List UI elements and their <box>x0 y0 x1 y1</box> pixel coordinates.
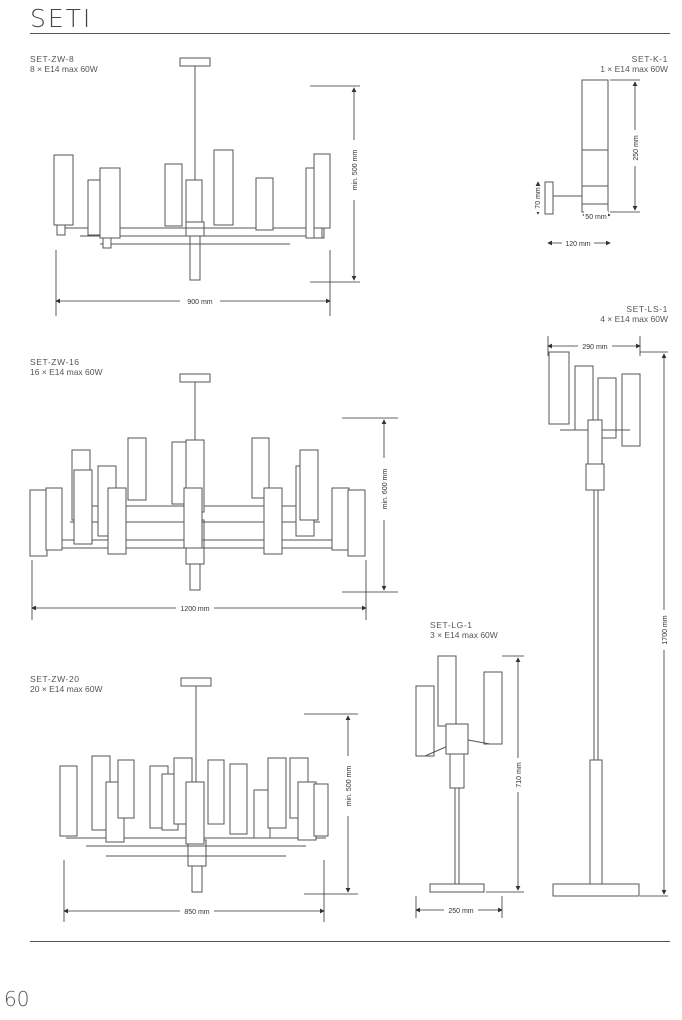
dim-width-set-lg-1: 250 mm <box>448 908 473 915</box>
dim-label-bg <box>180 906 214 916</box>
dim-label-bg <box>344 756 354 816</box>
dim-width-set-ls-1: 290 mm <box>582 344 607 351</box>
dim-label-bg <box>631 130 641 166</box>
product-spec: 3 × E14 max 60W <box>430 630 498 640</box>
top-rule <box>30 33 670 34</box>
dim-label-bg <box>350 140 360 200</box>
dim-height-set-zw-20: min. 500 mm <box>346 766 353 807</box>
dim-label-bg <box>533 186 543 212</box>
dim-label-bg <box>660 610 670 650</box>
product-label-set-ls-1: SET-LS-1 4 × E14 max 60W <box>600 304 668 324</box>
page-number: 60 <box>4 987 30 1011</box>
dim-width-set-zw-16: 1200 mm <box>180 606 209 613</box>
dim-label-bg <box>380 458 390 520</box>
product-code: SET-ZW-8 <box>30 54 75 64</box>
bottom-rule <box>30 941 670 942</box>
product-spec: 8 × E14 max 60W <box>30 64 98 74</box>
dim-label-bg <box>562 238 594 248</box>
product-spec: 1 × E14 max 60W <box>600 64 668 74</box>
product-spec: 4 × E14 max 60W <box>600 314 668 324</box>
page-title: SETI <box>30 4 93 33</box>
dim-height-set-ls-1: 1700 mm <box>662 615 669 644</box>
product-code: SET-K-1 <box>631 54 668 64</box>
wall-lamp-set-k-1-drawing <box>544 79 609 215</box>
dim-width-set-zw-20: 850 mm <box>184 909 209 916</box>
dim-label-bg <box>180 296 220 306</box>
floor-lamp-set-ls-1-drawing <box>548 351 641 897</box>
dim-height-set-zw-8: min. 500 mm <box>352 150 359 191</box>
product-spec: 16 × E14 max 60W <box>30 367 103 377</box>
dim-height-set-lg-1: 710 mm <box>516 762 523 787</box>
product-code: SET-ZW-20 <box>30 674 80 684</box>
chandelier-set-zw-8-drawing <box>53 57 331 281</box>
product-spec: 20 × E14 max 60W <box>30 684 103 694</box>
dim-base-height-set-k-1: 70 mm <box>535 187 542 209</box>
product-code: SET-LS-1 <box>626 304 668 314</box>
dim-width-set-zw-8: 900 mm <box>187 299 212 306</box>
product-label-set-zw-16: SET-ZW-16 16 × E14 max 60W <box>30 357 103 377</box>
chandelier-set-zw-20-drawing <box>59 677 329 893</box>
dim-label-bg <box>444 905 478 915</box>
dim-height-set-zw-16: min. 600 mm <box>382 469 389 510</box>
dim-depth-set-k-1: 120 mm <box>565 241 590 248</box>
chandelier-set-zw-16-drawing <box>29 373 366 591</box>
dim-label-bg <box>584 211 608 220</box>
dim-label-bg <box>578 341 612 351</box>
product-label-set-zw-8: SET-ZW-8 8 × E14 max 60W <box>30 54 98 74</box>
dimension-set-zw-8 <box>55 85 360 316</box>
table-lamp-set-lg-1-drawing <box>415 655 503 893</box>
product-code: SET-ZW-16 <box>30 357 80 367</box>
product-code: SET-LG-1 <box>430 620 473 630</box>
dim-height-set-k-1: 250 mm <box>633 135 640 160</box>
dim-base-width-set-k-1: 50 mm <box>585 214 607 221</box>
dim-label-bg <box>514 758 524 792</box>
dim-label-bg <box>176 603 214 613</box>
product-label-set-lg-1: SET-LG-1 3 × E14 max 60W <box>430 620 498 640</box>
product-label-set-zw-20: SET-ZW-20 20 × E14 max 60W <box>30 674 103 694</box>
product-label-set-k-1: SET-K-1 1 × E14 max 60W <box>600 54 668 74</box>
